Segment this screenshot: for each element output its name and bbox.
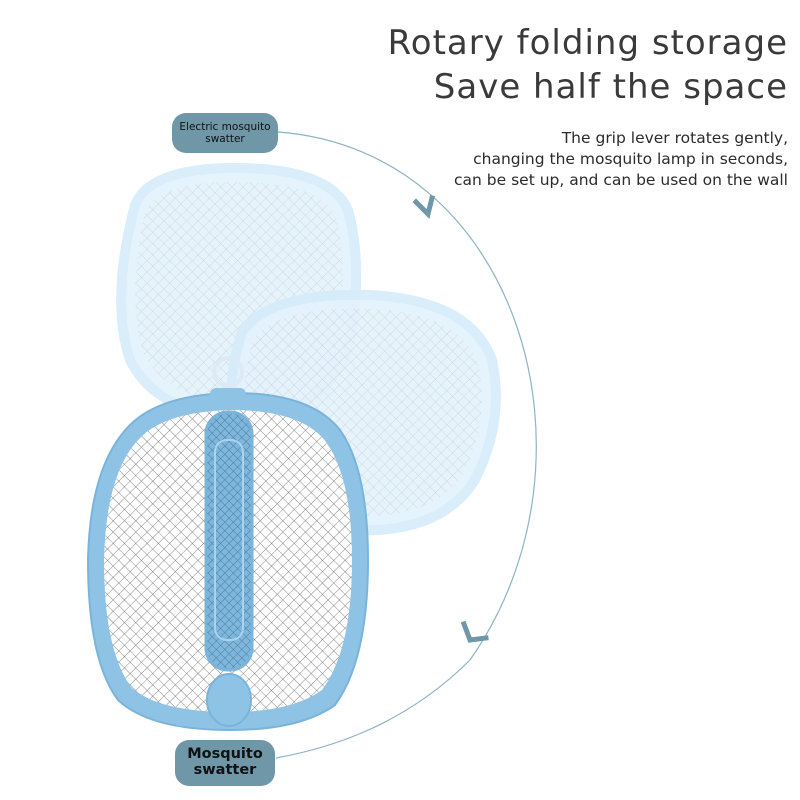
headline-line-1: Rotary folding storage xyxy=(387,23,788,63)
headline-line-2: Save half the space xyxy=(433,67,788,107)
description: The grip lever rotates gently, changing … xyxy=(454,128,788,191)
racket-handle xyxy=(204,410,254,672)
description-line-3: can be set up, and can be used on the wa… xyxy=(454,171,788,189)
hinge-knob xyxy=(206,673,252,727)
rotation-arc xyxy=(275,131,537,759)
hinge-ring xyxy=(212,356,244,388)
label-top-line-2: swatter xyxy=(205,133,245,145)
main-racket xyxy=(86,388,370,732)
label-mosquito-swatter: Mosquito swatter xyxy=(175,740,275,786)
label-bottom-line-2: swatter xyxy=(193,762,257,778)
description-line-2: changing the mosquito lamp in seconds, xyxy=(473,150,788,168)
label-electric-mosquito-swatter: Electric mosquito swatter xyxy=(172,113,278,153)
label-top-line-1: Electric mosquito xyxy=(179,121,271,133)
label-bottom-line-1: Mosquito xyxy=(187,746,263,762)
chevron-down-icon xyxy=(412,194,436,219)
description-line-1: The grip lever rotates gently, xyxy=(561,129,788,147)
chevron-down-icon xyxy=(460,620,489,643)
